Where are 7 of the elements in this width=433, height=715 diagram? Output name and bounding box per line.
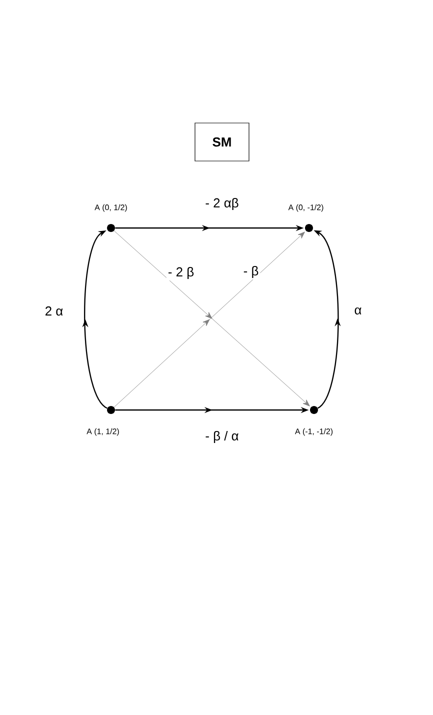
edge-label: - β / α [204,429,240,445]
edge-label: - β [242,264,260,280]
edge-label: 2 α [43,304,65,318]
edge-label: - 2 β [166,265,196,281]
label-box: SM [194,122,250,162]
edge-label: α [352,306,364,316]
edge-label: - 2 αβ [204,196,240,212]
